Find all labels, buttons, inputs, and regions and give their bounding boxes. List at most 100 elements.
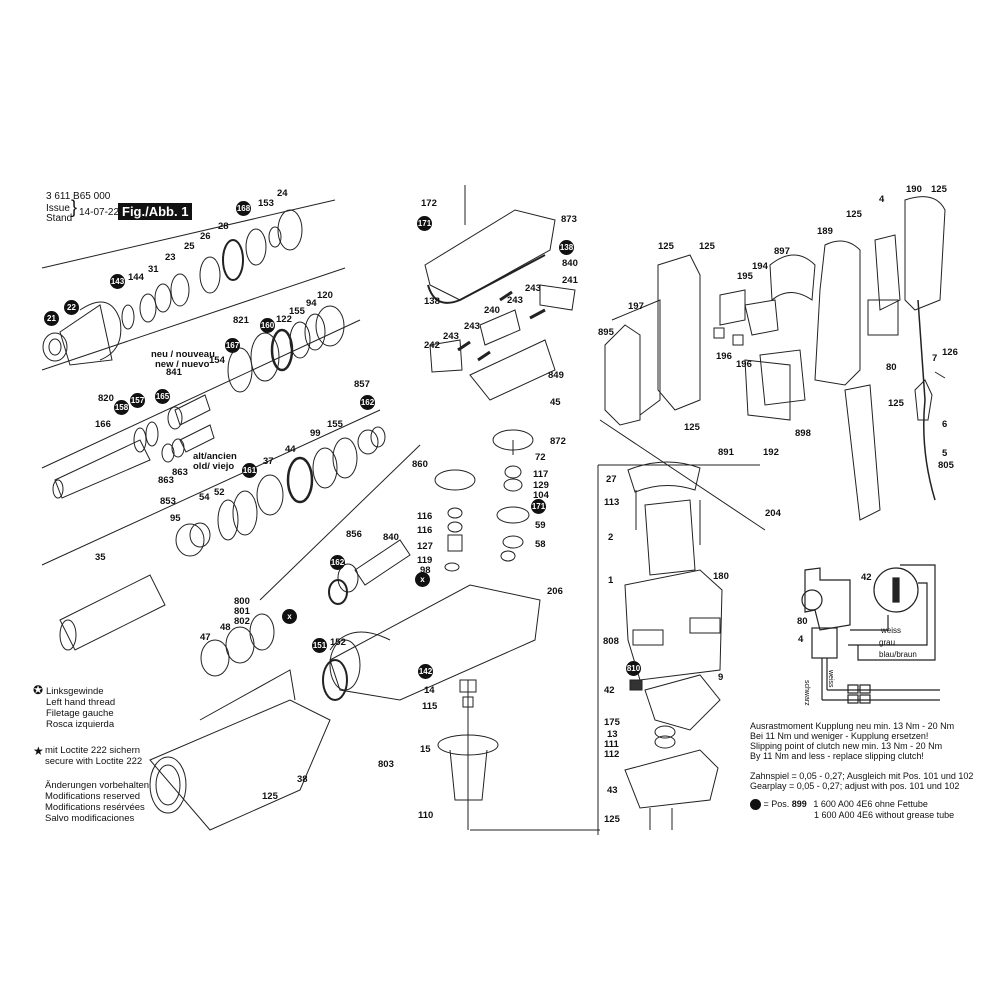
part-label: 94 <box>306 298 317 309</box>
part-label: 860 <box>412 459 428 470</box>
part-label: 840 <box>383 532 399 543</box>
part-label: neu / nouveau <box>151 349 215 360</box>
part-label: 111 <box>604 739 619 750</box>
part-label: 197 <box>628 301 644 312</box>
part-label: 54 <box>199 492 210 503</box>
part-label: 112 <box>604 749 620 760</box>
part-label: 800 <box>234 596 250 607</box>
part-label: 80 <box>886 362 897 373</box>
circled-part-label: 168 <box>236 201 251 216</box>
part-label: 47 <box>200 632 211 643</box>
part-label: 35 <box>95 552 106 563</box>
circled-part-label: 171 <box>531 499 546 514</box>
part-label: 127 <box>417 541 433 552</box>
part-label: 898 <box>795 428 811 439</box>
part-label: 119 <box>417 555 433 566</box>
circled-part-label: 162 <box>360 395 375 410</box>
circled-part-label: 151 <box>312 638 327 653</box>
part-label: 125 <box>604 814 620 825</box>
rings-top-row <box>121 209 303 330</box>
part-label: 166 <box>95 419 111 430</box>
part-label: 31 <box>148 264 159 275</box>
circled-part-label: 160 <box>260 318 275 333</box>
part-label: 895 <box>598 327 614 338</box>
wiring-ref-4: 4 <box>798 634 804 645</box>
part-label: 9 <box>718 672 724 683</box>
issue-label: Issue <box>46 203 70 214</box>
circled-part-label: x <box>415 572 430 587</box>
part-label: 28 <box>218 221 229 232</box>
tool-holder-shaft <box>52 394 215 499</box>
part-label: 45 <box>550 397 561 408</box>
wire-label-blau-braun: blau/braun <box>879 650 917 659</box>
part-label: 863 <box>158 475 174 486</box>
left-hand-thread-icon: ✪ <box>33 683 44 697</box>
wire-label-grau: grau <box>879 638 896 647</box>
wiring-diagram <box>801 564 940 704</box>
circled-part-label: 171 <box>417 216 432 231</box>
part-label: 125 <box>658 241 674 252</box>
left-hand-thread-legend: ✪ Linksgewinde Left hand thread Filetage… <box>33 683 116 730</box>
part-label: 115 <box>422 701 438 712</box>
wire-label-weiss-2: weiss <box>827 670 834 688</box>
part-label: 126 <box>942 347 958 358</box>
part-label: 144 <box>128 272 144 283</box>
part-label: 172 <box>421 198 437 209</box>
part-label: 849 <box>548 370 564 381</box>
clutch-note: Ausrastmoment Kupplung neu min. 13 Nm - … <box>750 721 955 761</box>
part-label: 863 <box>172 467 188 478</box>
part-label: 125 <box>699 241 715 252</box>
front-housing-cover <box>149 669 331 831</box>
part-label: 72 <box>535 452 546 463</box>
rings-second-row <box>227 305 345 393</box>
part-label: 26 <box>200 231 211 242</box>
armature <box>437 679 600 831</box>
part-label: 243 <box>464 321 480 332</box>
modifications-legend: Änderungen vorbehalten Modifications res… <box>45 780 150 824</box>
figure-label: Fig./Abb. 1 <box>118 203 193 220</box>
part-label: 4 <box>879 194 885 205</box>
part-label: 802 <box>234 616 250 627</box>
part-label: 192 <box>763 447 779 458</box>
part-label: 125 <box>931 184 947 195</box>
part-label: 196 <box>716 351 732 362</box>
filled-circle-icon <box>750 799 761 811</box>
part-label: 195 <box>737 271 753 282</box>
star-icon: ★ <box>33 744 44 758</box>
part-label: 59 <box>535 520 546 531</box>
part-label: 125 <box>262 791 278 802</box>
part-label: 891 <box>718 447 734 458</box>
circled-part-label: 22 <box>64 300 79 315</box>
circled-part-label: 810 <box>626 661 641 676</box>
part-label: 189 <box>817 226 833 237</box>
part-label: new / nuevo <box>155 359 210 370</box>
wire-label-schwarz: schwarz <box>803 680 810 706</box>
part-label: 194 <box>752 261 768 272</box>
part-label: 120 <box>317 290 333 301</box>
part-label: 243 <box>525 283 541 294</box>
part-label: 27 <box>606 474 617 485</box>
part-label: 241 <box>562 275 578 286</box>
brace: } <box>71 197 78 217</box>
part-label: 152 <box>330 637 346 648</box>
part-label: 113 <box>604 497 620 508</box>
part-label: 820 <box>98 393 114 404</box>
part-label: old/ viejo <box>193 461 235 472</box>
part-label: 153 <box>258 198 274 209</box>
loctite-legend: ★ mit Loctite 222 sichern secure with Lo… <box>33 744 143 767</box>
wire-label-weiss: weiss <box>881 626 902 635</box>
circled-part-label: 162 <box>330 555 345 570</box>
striker-cylinder <box>59 490 258 651</box>
wiring-ref-80: 80 <box>797 616 808 627</box>
part-label: 116 <box>417 511 433 522</box>
part-label: 25 <box>184 241 195 252</box>
part-label: 125 <box>888 398 904 409</box>
part-label: 821 <box>233 315 249 326</box>
part-label: 125 <box>684 422 700 433</box>
circled-part-label: 143 <box>110 274 125 289</box>
part-label: 243 <box>443 331 459 342</box>
gear-stack <box>434 429 534 572</box>
part-label: 23 <box>165 252 176 263</box>
clutch-gear-set <box>200 613 275 677</box>
